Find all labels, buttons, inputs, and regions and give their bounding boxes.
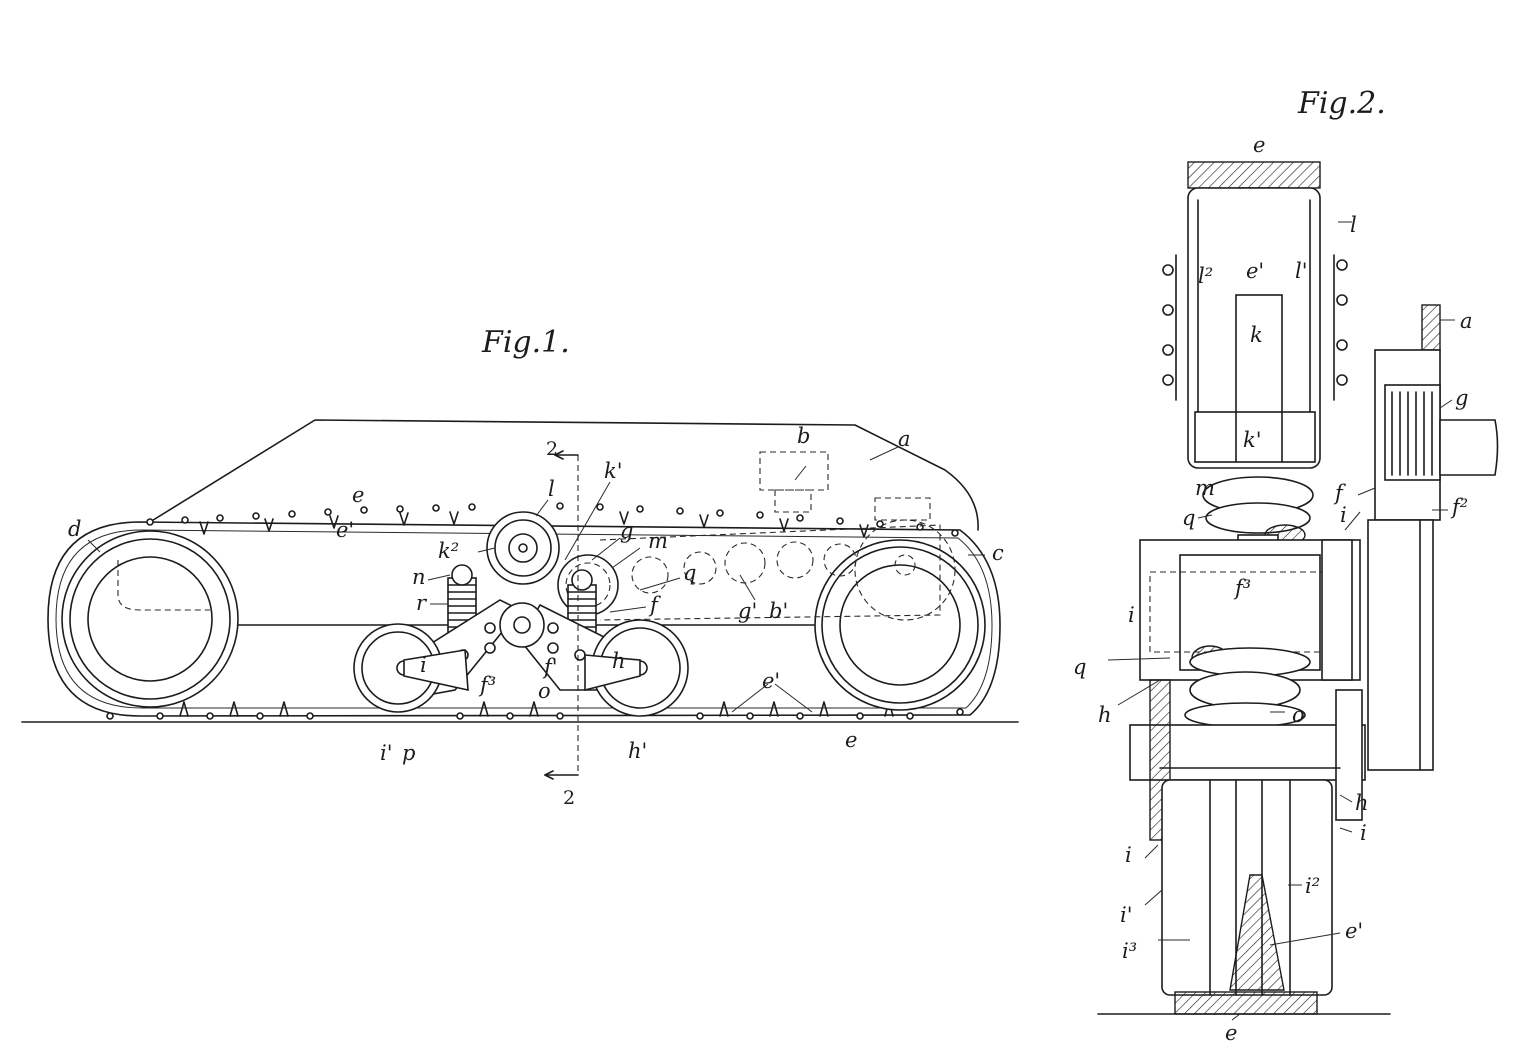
figure-2: Fig.2. [1073,86,1499,1045]
fig2-label-i3: i³ [1122,939,1137,963]
fig2-label-m: m [1195,476,1215,500]
fig2-label-q-left: q [1073,655,1086,679]
label-f: f [648,593,661,617]
lower-spring [1184,645,1311,728]
rear-road-wheel [584,619,689,717]
fig2-label-i-lower-left: i [1125,843,1132,867]
label-d: d [68,517,81,541]
label-c: c [992,541,1004,565]
fig2-label-i-prime: i' [1120,903,1133,927]
label-k-prime: k' [604,459,623,483]
label-l: l [548,477,555,501]
label-p: p [402,741,415,765]
track-belt-inner [55,529,993,709]
engine-outline [759,451,931,521]
fig2-label-o: o [1292,703,1305,727]
fig2-leader-lines [1107,221,1455,1021]
label-i-prime: i' [380,741,393,765]
fig2-label-i-right: i [1340,503,1347,527]
fig2-label-k-prime: k' [1243,428,1262,452]
label-e-top: e [352,483,364,507]
fig2-label-k: k [1250,323,1263,347]
label-o: o [538,679,551,703]
fig2-label-f3: f³ [1233,576,1251,600]
track-belt [47,521,1001,717]
label-e-prime-bottom: e' [762,669,780,693]
fig2-label-q-top: q [1182,506,1195,530]
fig2-label-i2: i² [1305,874,1320,898]
front-idler-wheel [61,530,239,708]
label-g-prime: g' [738,599,757,623]
drive-sprocket [1367,304,1499,771]
fig2-label-g: g [1455,386,1468,410]
section-marker-bottom: 2 [563,787,575,809]
label-k2: k² [438,539,459,563]
section-line [544,450,579,780]
fig2-label-l-prime: l' [1295,259,1308,283]
label-g: g [620,519,633,543]
label-h-prime: h' [628,739,647,763]
fig2-label-h-right: h [1355,791,1369,815]
fig2-label-e-bottom: e [1225,1021,1237,1045]
fig2-label-h-left: h [1098,703,1112,727]
label-f-prime: f' [542,655,558,679]
fig2-label-f: f [1333,481,1346,505]
fig2-label-i-left: i [1128,603,1135,627]
leader-lines [87,446,985,713]
label-e-bottom: e [845,728,857,752]
fig2-label-e-top: e [1253,133,1265,157]
fig2-label-i-lower-right: i [1360,821,1367,845]
section-marker-top: 2 [546,438,558,460]
track-grousers-top [199,511,869,538]
rear-drive-wheel [814,519,986,711]
front-road-wheel [353,623,469,713]
fig2-label-l2: l² [1198,264,1213,288]
label-f3: f³ [478,673,496,697]
fig2-label-a: a [1460,309,1473,333]
label-e-prime-top: e' [336,518,354,542]
track-links-bottom [106,708,964,720]
label-r: r [416,591,428,615]
fig2-title: Fig.2. [1297,86,1386,121]
track-grousers-bottom [179,701,894,717]
label-n: n [412,565,426,589]
axle-assembly [1129,679,1366,841]
fig2-label-f2: f² [1450,495,1468,519]
upper-roller-assembly [1162,187,1348,469]
fig2-label-e-prime-top: e' [1246,259,1264,283]
figure-1: Fig.1. [21,325,1019,809]
label-i: i [420,653,427,677]
transmission-outline [599,524,941,621]
label-a: a [898,427,911,451]
fig1-title: Fig.1. [481,325,570,360]
label-b-prime: b' [769,599,788,623]
vehicle-body [149,419,979,531]
label-h: h [612,649,626,673]
label-q: q [683,561,696,585]
upper-track-roller [486,511,560,585]
fig2-label-e-prime-bottom: e' [1345,919,1363,943]
label-m: m [648,529,668,553]
track-links-top [146,502,959,537]
fig2-label-l: l [1350,213,1357,237]
label-b: b [797,424,810,448]
